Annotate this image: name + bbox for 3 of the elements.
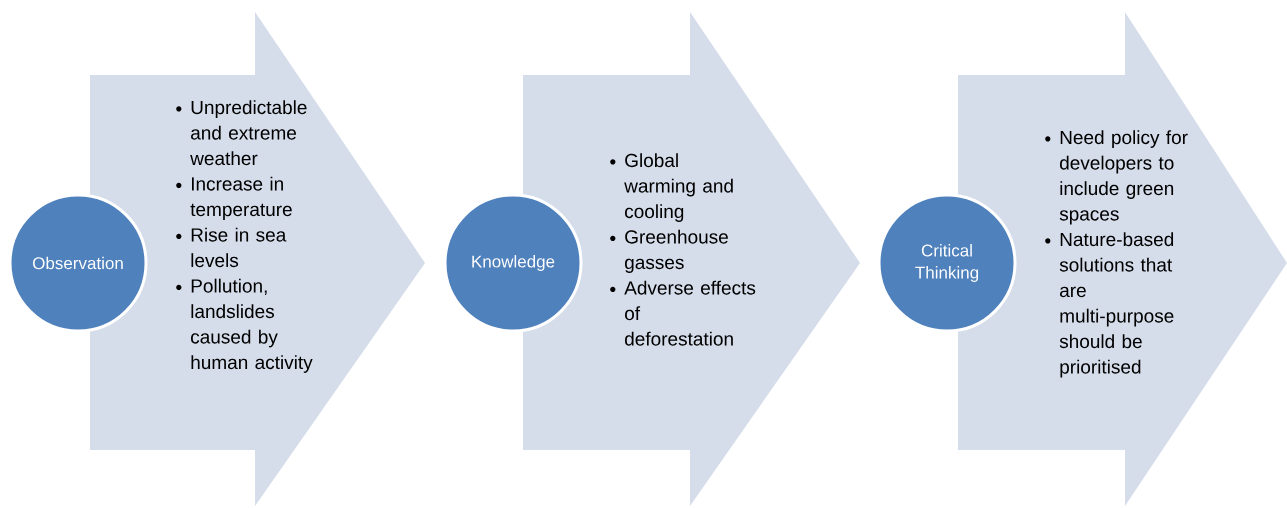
circle-node: Observation bbox=[8, 193, 148, 333]
circle-node: Critical Thinking bbox=[877, 193, 1017, 333]
circle-node: Knowledge bbox=[443, 193, 583, 333]
